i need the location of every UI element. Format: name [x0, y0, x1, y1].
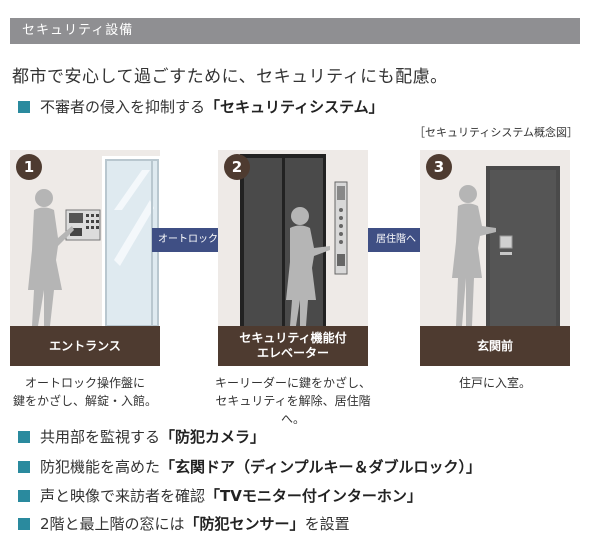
- bullet-emphasis: 「防犯カメラ」: [160, 428, 266, 446]
- step-number-badge: 3: [426, 154, 452, 180]
- desc-line: 鍵をかざし、解錠・入館。: [12, 394, 157, 408]
- feature-bullet-camera: 共用部を監視する「防犯カメラ」: [18, 426, 265, 447]
- bullet-square-icon: [18, 460, 30, 473]
- bullet-prefix: 2階と最上階の窓には: [40, 515, 185, 533]
- step-number-badge: 1: [16, 154, 42, 180]
- bullet-prefix: 声と映像で来訪者を確認: [40, 487, 206, 505]
- feature-bullet-sensor: 2階と最上階の窓には「防犯センサー」を設置: [18, 513, 350, 534]
- main-bullet: 不審者の侵入を抑制する「セキュリティシステム」: [18, 96, 384, 117]
- elevator-illustration: [240, 154, 348, 326]
- headline: 都市で安心して過ごすために、セキュリティにも配慮。: [12, 67, 448, 87]
- section-header: セキュリティ設備: [10, 18, 580, 44]
- bullet-square-icon: [18, 430, 30, 443]
- bullet-square-icon: [18, 100, 30, 113]
- main-bullet-prefix: 不審者の侵入を抑制する: [40, 98, 206, 116]
- step-description-entrance: オートロック操作盤に 鍵をかざし、解錠・入館。: [0, 374, 170, 410]
- step-number-badge: 2: [224, 154, 250, 180]
- step-panel-front-door: 3 玄関前: [420, 150, 570, 366]
- diagram-caption: ［セキュリティシステム概念図］: [413, 126, 578, 139]
- bullet-square-icon: [18, 489, 30, 502]
- bullet-prefix: 共用部を監視する: [40, 428, 161, 446]
- entrance-illustration: [28, 156, 160, 326]
- feature-bullet-front-door: 防犯機能を高めた「玄関ドア（ディンプルキー＆ダブルロック）」: [18, 456, 481, 477]
- step-description-elevator: キーリーダーに鍵をかざし、 セキュリティを解除、居住階へ。: [208, 374, 378, 428]
- desc-line: オートロック操作盤に: [24, 376, 145, 390]
- step-label: セキュリティ機能付エレベーター: [218, 326, 368, 366]
- step-description-front-door: 住戸に入室。: [410, 374, 580, 392]
- step-label: エントランス: [10, 326, 160, 366]
- front-door-illustration: [452, 166, 560, 326]
- desc-line: セキュリティを解除、居住階へ。: [215, 394, 371, 426]
- step-panel-elevator: 2 セキュリティ機能付エレベーター: [218, 150, 368, 366]
- arrow-label: 居住階へ: [368, 228, 424, 252]
- step-label: 玄関前: [420, 326, 570, 366]
- feature-bullet-intercom: 声と映像で来訪者を確認「TVモニター付インターホン」: [18, 485, 422, 506]
- step-panel-entrance: 1 エントランス: [10, 150, 160, 366]
- step-label-line1: セキュリティ機能付: [239, 331, 347, 345]
- desc-line: キーリーダーに鍵をかざし、: [214, 376, 371, 390]
- main-bullet-emphasis: 「セキュリティシステム」: [205, 98, 384, 116]
- bullet-emphasis: 「玄関ドア（ディンプルキー＆ダブルロック）」: [160, 458, 482, 476]
- bullet-emphasis: 「防犯センサー」: [184, 515, 305, 533]
- step-label-line2: エレベーター: [256, 346, 329, 360]
- desc-line: 住戸に入室。: [458, 376, 531, 390]
- bullet-suffix: を設置: [304, 515, 350, 533]
- bullet-emphasis: 「TVモニター付インターホン」: [205, 487, 422, 505]
- bullet-square-icon: [18, 517, 30, 530]
- bullet-prefix: 防犯機能を高めた: [40, 458, 161, 476]
